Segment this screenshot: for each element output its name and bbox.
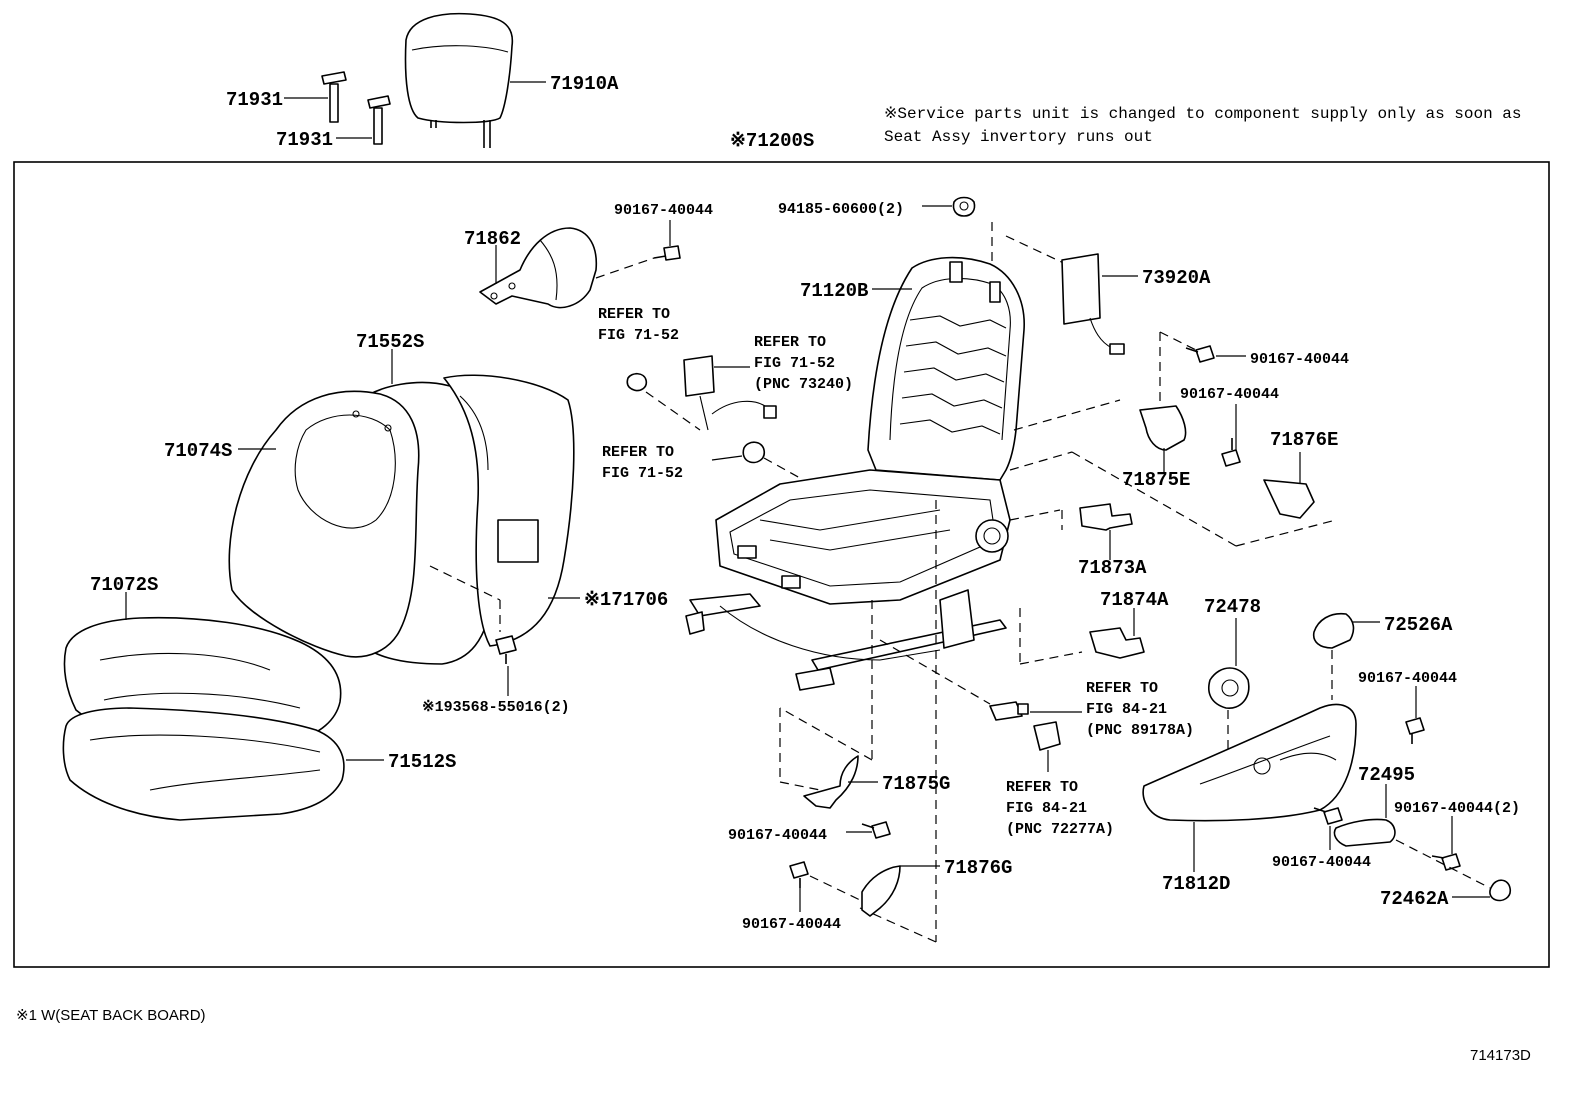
part-73920a: 73920A bbox=[1142, 267, 1211, 289]
part-94185-60600: 94185-60600(2) bbox=[778, 201, 904, 218]
nut-ref-a bbox=[626, 372, 648, 392]
cushion-pad-71512s bbox=[62, 707, 345, 821]
part-71512s: 71512S bbox=[388, 751, 456, 773]
ref-fig-71-52-c-line1: REFER TO bbox=[602, 444, 674, 461]
nut-top bbox=[952, 196, 976, 217]
shield-71812d bbox=[1142, 703, 1357, 822]
part-71873a: 71873A bbox=[1078, 557, 1147, 579]
bracket-71874a bbox=[1089, 627, 1145, 659]
part-171706: ※171706 bbox=[584, 589, 668, 611]
part-90167-40044-71875g: 90167-40044 bbox=[728, 827, 827, 844]
headrest-guide-right bbox=[367, 95, 391, 145]
ref-fig-84-21-b-line3: (PNC 72277A) bbox=[1006, 821, 1114, 838]
bolt-pair bbox=[1431, 853, 1461, 871]
cap-72462a bbox=[1489, 879, 1512, 902]
part-71874a: 71874A bbox=[1100, 589, 1169, 611]
bracket-71873a bbox=[1079, 503, 1133, 531]
part-72478: 72478 bbox=[1204, 596, 1261, 618]
part-71931-right: 71931 bbox=[276, 129, 333, 151]
part-71074s: 71074S bbox=[164, 440, 232, 462]
headrest-guide-left bbox=[321, 71, 347, 123]
part-90167-40044-top: 90167-40044 bbox=[614, 202, 713, 219]
part-90167-40044-right-mid: 90167-40044 bbox=[1180, 386, 1279, 403]
bolt-right-upper bbox=[1185, 345, 1215, 363]
part-71200s: ※71200S bbox=[730, 130, 814, 152]
cover-71876g bbox=[861, 865, 901, 917]
connector-ref-84-a bbox=[989, 701, 1029, 721]
connector-ref-84-b bbox=[1033, 721, 1061, 751]
part-71862: 71862 bbox=[464, 228, 521, 250]
part-71875g: 71875G bbox=[882, 773, 950, 795]
bolt-bottom bbox=[789, 861, 809, 888]
part-90167-40044-pair: 90167-40044(2) bbox=[1394, 800, 1520, 817]
cover-71875g bbox=[803, 755, 859, 809]
ring-ref-c bbox=[742, 441, 766, 464]
bolt-lower-mid bbox=[1313, 807, 1343, 825]
bolt-72526a bbox=[1405, 717, 1425, 744]
bolt-right-mid bbox=[1221, 438, 1241, 467]
headrest bbox=[404, 12, 514, 148]
cover-71876e bbox=[1263, 479, 1315, 519]
part-71876g: 71876G bbox=[944, 857, 1012, 879]
part-71812d: 71812D bbox=[1162, 873, 1230, 895]
figure-id: 714173D bbox=[1470, 1047, 1531, 1064]
part-71875e: 71875E bbox=[1122, 469, 1190, 491]
part-71120b: 71120B bbox=[800, 280, 868, 302]
part-72526a: 72526A bbox=[1384, 614, 1453, 636]
part-72495: 72495 bbox=[1358, 764, 1415, 786]
seatback-cover-71074s bbox=[228, 390, 420, 658]
service-note-line1: ※Service parts unit is changed to compon… bbox=[884, 105, 1522, 123]
seat-assy-frame bbox=[13, 161, 1550, 968]
ref-fig-71-52-b-line3: (PNC 73240) bbox=[754, 376, 853, 393]
ref-fig-71-52-a-line2: FIG 71-52 bbox=[598, 327, 679, 344]
ref-fig-84-21-a-line2: FIG 84-21 bbox=[1086, 701, 1167, 718]
part-90167-40044-right-upper: 90167-40044 bbox=[1250, 351, 1349, 368]
ref-fig-71-52-c-line2: FIG 71-52 bbox=[602, 465, 683, 482]
seat-frame-71120b bbox=[685, 256, 1025, 691]
bolt-top bbox=[653, 245, 681, 261]
part-71072s: 71072S bbox=[90, 574, 158, 596]
part-71876e: 71876E bbox=[1270, 429, 1338, 451]
part-72462a: 72462A bbox=[1380, 888, 1449, 910]
ref-fig-84-21-a-line1: REFER TO bbox=[1086, 680, 1158, 697]
lever-72495 bbox=[1333, 818, 1396, 847]
ref-fig-84-21-b-line2: FIG 84-21 bbox=[1006, 800, 1087, 817]
service-note-line2: Seat Assy invertory runs out bbox=[884, 128, 1153, 146]
clip-193568 bbox=[495, 635, 517, 664]
knob-72478 bbox=[1208, 667, 1250, 709]
bolt-71875g bbox=[861, 821, 891, 839]
part-90167-40044-lower-mid: 90167-40044 bbox=[1272, 854, 1371, 871]
ref-fig-84-21-b-line1: REFER TO bbox=[1006, 779, 1078, 796]
ref-fig-84-21-a-line3: (PNC 89178A) bbox=[1086, 722, 1194, 739]
cover-71875e bbox=[1139, 405, 1187, 451]
ref-fig-71-52-b-line1: REFER TO bbox=[754, 334, 826, 351]
part-90167-40044-72526a: 90167-40044 bbox=[1358, 670, 1457, 687]
ref-fig-71-52-b-line2: FIG 71-52 bbox=[754, 355, 835, 372]
part-71931-left: 71931 bbox=[226, 89, 283, 111]
back-cover-71862 bbox=[479, 227, 598, 309]
part-193568-55016: ※193568-55016(2) bbox=[422, 699, 570, 716]
knob-72526a bbox=[1312, 612, 1355, 649]
part-71552s: 71552S bbox=[356, 331, 424, 353]
buckle-ref-b bbox=[683, 355, 777, 431]
footnote: ※1 W(SEAT BACK BOARD) bbox=[16, 1007, 206, 1024]
airbag-73920a bbox=[1061, 253, 1125, 355]
part-90167-40044-bottom: 90167-40044 bbox=[742, 916, 841, 933]
part-71910a: 71910A bbox=[550, 73, 619, 95]
ref-fig-71-52-a-line1: REFER TO bbox=[598, 306, 670, 323]
